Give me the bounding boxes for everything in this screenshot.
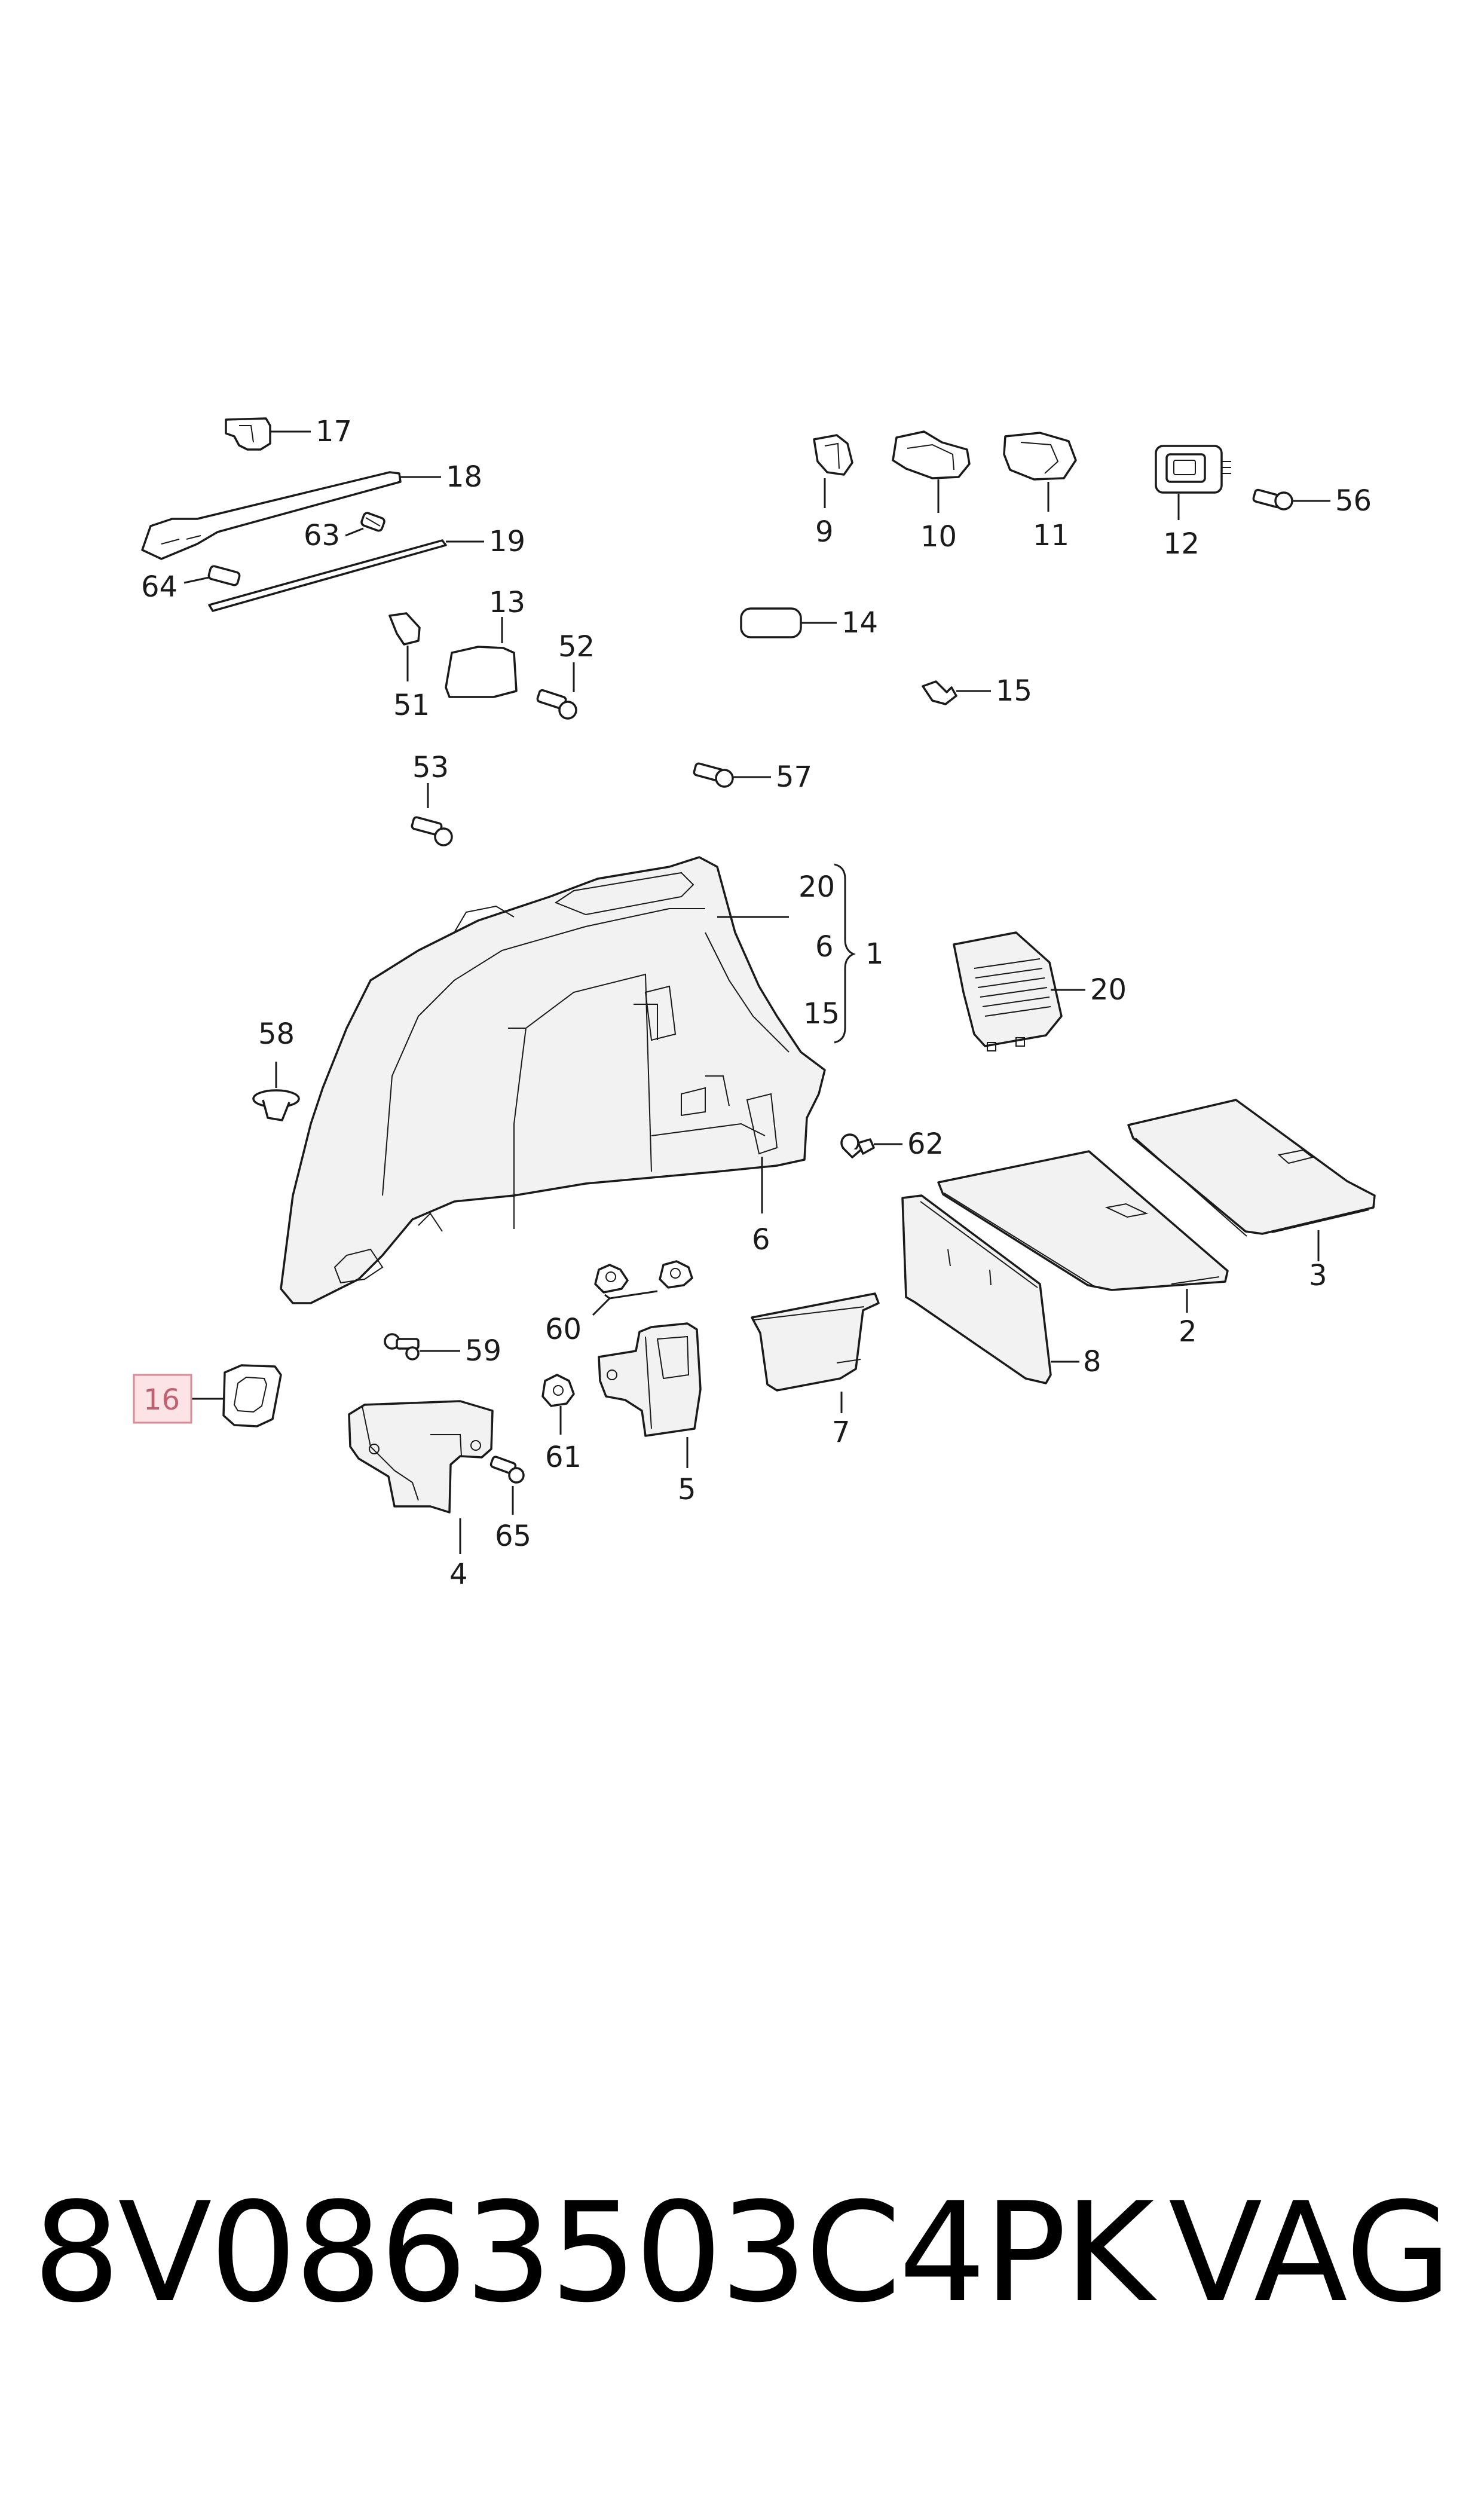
part-15-clip (922, 680, 991, 705)
part-63-screw (345, 512, 385, 537)
part-62-clip (840, 1133, 902, 1158)
part-9-clip (813, 434, 853, 508)
label-20a: 20 (798, 870, 835, 904)
part-17-clip (225, 417, 311, 451)
label-6b: 6 (752, 1223, 770, 1257)
label-56: 56 (1335, 484, 1372, 518)
label-15a: 15 (996, 674, 1032, 708)
part-number: 8V0863503C4PK (33, 2173, 1154, 2333)
part-18-trim-strip (141, 471, 441, 560)
label-63: 63 (304, 519, 340, 552)
label-20b: 20 (1090, 973, 1127, 1007)
label-52: 52 (558, 630, 595, 664)
label-16: 16 (143, 1383, 180, 1417)
part-20-grille (953, 931, 1085, 1051)
label-13: 13 (489, 586, 525, 619)
label-12: 12 (1163, 527, 1200, 561)
label-14: 14 (842, 606, 878, 640)
part-1-side-trim-panel (280, 856, 826, 1304)
label-9: 9 (815, 515, 834, 549)
part-8-side-panel (901, 1194, 1079, 1384)
brace-1 (834, 863, 856, 1044)
part-16-grommet (191, 1364, 282, 1427)
part-3-cover-panel (1127, 1099, 1376, 1261)
footer: 8V0863503C4PK VAG (0, 2176, 1484, 2331)
label-60: 60 (545, 1313, 582, 1346)
part-58-clip (252, 1062, 300, 1121)
part-11-clip (1003, 432, 1077, 512)
label-11: 11 (1033, 519, 1069, 552)
brand-name: VAG (1168, 2173, 1452, 2333)
label-19: 19 (489, 525, 525, 558)
part-60-nuts (592, 1260, 693, 1316)
label-51: 51 (393, 689, 430, 722)
label-16-highlight (133, 1374, 192, 1424)
label-61: 61 (545, 1441, 582, 1474)
label-10: 10 (920, 520, 957, 554)
label-7: 7 (832, 1416, 850, 1449)
part-4-bracket (348, 1400, 494, 1554)
label-57: 57 (776, 760, 812, 794)
label-64: 64 (141, 570, 178, 604)
part-56-screw (1252, 488, 1330, 510)
part-59-clip (384, 1333, 460, 1361)
part-10-clip (892, 430, 971, 513)
part-61-nut (541, 1374, 575, 1435)
label-8: 8 (1083, 1345, 1101, 1378)
label-15b: 15 (803, 997, 840, 1031)
part-64-screw (183, 565, 241, 586)
part-14-pad (740, 607, 837, 638)
part-12-housing (1155, 445, 1231, 520)
label-53: 53 (412, 751, 449, 784)
part-52-screw (536, 662, 577, 720)
label-59: 59 (465, 1334, 501, 1368)
label-6a: 6 (815, 930, 834, 964)
label-65: 65 (495, 1520, 531, 1553)
part-65-screw (489, 1456, 525, 1515)
label-3: 3 (1309, 1259, 1327, 1292)
label-1: 1 (865, 937, 884, 971)
part-51-clip (388, 612, 421, 681)
part-5-holder (598, 1322, 702, 1468)
part-13-cover (445, 617, 518, 698)
part-53-screw (411, 783, 453, 846)
label-18: 18 (446, 460, 482, 494)
label-17: 17 (316, 415, 352, 448)
part-57-screw (693, 762, 771, 788)
part-19-strip (208, 539, 484, 612)
label-5: 5 (678, 1473, 696, 1506)
part-2-floor-panel (937, 1150, 1229, 1313)
label-58: 58 (258, 1017, 295, 1051)
label-4: 4 (449, 1558, 468, 1591)
part-7-tray (751, 1292, 880, 1413)
label-2: 2 (1179, 1315, 1197, 1349)
label-62: 62 (907, 1127, 944, 1161)
